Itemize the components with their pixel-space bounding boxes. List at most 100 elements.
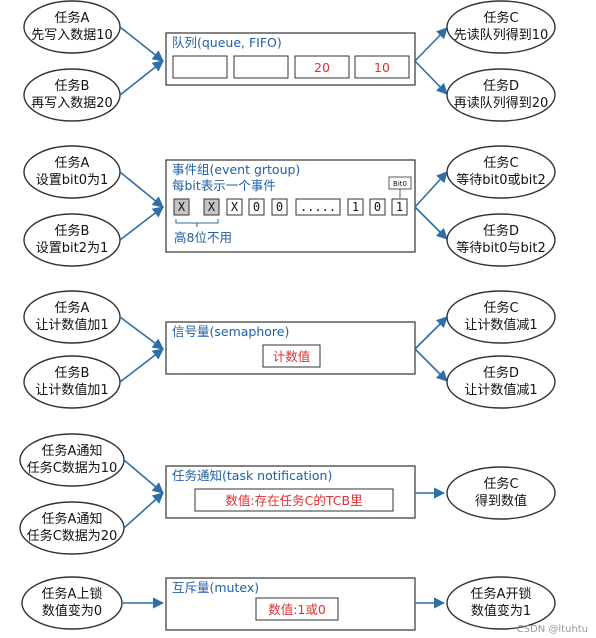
queue-task-d-node	[446, 68, 556, 122]
queue-cell-4-value: 10	[374, 60, 390, 75]
high-bits-brace	[175, 219, 219, 227]
event-task-b-node	[23, 213, 121, 267]
sem-task-c-node	[446, 290, 556, 344]
event-arrow-b	[119, 206, 164, 241]
event-task-d-line2: 等待bit0与bit2	[456, 240, 545, 256]
sem-arrow-d	[414, 348, 448, 382]
mutex-task-a-line2: 数值变为0	[42, 603, 102, 619]
queue-arrow-b	[119, 60, 164, 96]
queue-arrow-c	[414, 27, 448, 62]
queue-arrow-d	[414, 60, 448, 95]
notify-arrow-a	[123, 459, 164, 494]
queue-cell-3-value: 20	[314, 60, 330, 75]
sem-task-d-line1: 任务D	[483, 365, 519, 381]
sem-task-a-line2: 让计数值加1	[35, 317, 108, 333]
mutex-title: 互斥量(mutex)	[172, 580, 259, 595]
notify-task-a-line1: 任务A通知	[42, 443, 103, 459]
event-task-c-line1: 任务C	[483, 155, 518, 171]
event-task-d-line1: 任务D	[483, 223, 519, 239]
sem-task-c-line1: 任务C	[483, 300, 518, 316]
event-task-b-line2: 设置bit2为1	[36, 241, 109, 256]
queue-task-a-node	[23, 0, 121, 54]
queue-task-b-line2: 再写入数据20	[31, 96, 113, 111]
bit-cell-1-value: X	[178, 200, 186, 214]
sem-task-a-line1: 任务A	[55, 300, 90, 316]
event-task-a-line1: 任务A	[55, 155, 90, 171]
sem-task-d-line2: 让计数值减1	[464, 382, 537, 398]
bit0-tag-label: Bit0	[393, 180, 407, 188]
bit-cell-3-value: X	[231, 200, 239, 214]
event-arrow-c	[414, 171, 448, 208]
notify-task-b-line1: 任务A通知	[42, 511, 103, 527]
bit-cell-2-value: X	[208, 200, 216, 214]
bit-cell-2	[203, 198, 220, 216]
sem-task-b-line1: 任务B	[55, 365, 90, 381]
mutex-task-c-line2: 数值变为1	[471, 603, 531, 619]
bit-cell-5-value: 0	[276, 200, 283, 214]
bit-cell-8	[369, 198, 386, 216]
semaphore-value-box	[262, 344, 321, 368]
event-task-a-line2: 设置bit0为1	[36, 173, 109, 188]
queue-task-b-line1: 任务B	[55, 78, 90, 94]
sem-arrow-a	[119, 316, 164, 350]
bit-cell-9	[391, 198, 408, 216]
sem-task-d-node	[446, 355, 556, 409]
bit-cell-3	[226, 198, 243, 216]
bit-cell-4-value: 0	[253, 200, 260, 214]
bit-cell-7-value: 1	[352, 200, 359, 214]
queue-task-b-node	[23, 68, 121, 122]
queue-cell-1	[172, 55, 228, 79]
notify-task-c-line1: 任务C	[483, 476, 518, 492]
sem-arrow-c	[414, 316, 448, 350]
event-task-d-node	[446, 213, 556, 267]
mutex-task-c-line1: 任务A开锁	[471, 586, 532, 602]
semaphore-value: 计数值	[273, 349, 311, 364]
bit-cell-7	[347, 198, 364, 216]
mutex-task-a-line1: 任务A上锁	[42, 586, 103, 602]
watermark: CSDN @ltuhtu	[517, 624, 588, 635]
queue-task-a-line2: 先写入数据10	[31, 28, 113, 43]
notify-task-c-node	[446, 466, 556, 520]
mutex-value: 数值:1或0	[268, 602, 326, 617]
bit-cell-8-value: 0	[374, 200, 381, 214]
queue-task-a-line1: 任务A	[55, 10, 90, 26]
notify-arrow-b	[123, 492, 164, 529]
queue-cell-4	[354, 55, 410, 79]
notify-task-a-node	[19, 433, 125, 487]
event-group-section: 任务A 设置bit0为1 任务B 设置bit2为1 事件组(event grto…	[23, 145, 556, 267]
queue-cell-2	[233, 55, 289, 79]
bit-cell-1	[173, 198, 190, 216]
mutex-task-a-node	[21, 576, 123, 630]
event-group-title: 事件组(event grtoup)	[172, 162, 300, 177]
bit-cell-4	[248, 198, 265, 216]
event-task-b-line1: 任务B	[55, 223, 90, 239]
task-notification-title: 任务通知(task notification)	[172, 468, 332, 483]
notify-task-b-node	[19, 501, 125, 555]
bit-cell-9-value: 1	[396, 200, 403, 214]
semaphore-section: 任务A 让计数值加1 任务B 让计数值加1 信号量(semaphore) 计数值…	[23, 290, 556, 409]
bit-cell-6	[295, 198, 341, 216]
queue-task-d-line1: 任务D	[483, 78, 519, 94]
task-notification-section: 任务A通知 任务C数据为10 任务A通知 任务C数据为20 任务通知(task …	[19, 433, 556, 555]
sem-task-b-node	[23, 355, 121, 409]
notify-task-c-line2: 得到数值	[475, 493, 527, 509]
sem-task-b-line2: 让计数值加1	[35, 382, 108, 398]
queue-task-c-line2: 先读队列得到10	[454, 27, 549, 43]
sem-task-c-line2: 让计数值减1	[464, 317, 537, 333]
queue-arrow-a	[119, 26, 164, 62]
mutex-box	[165, 577, 416, 631]
event-task-c-line2: 等待bit0或bit2	[456, 172, 545, 188]
bit-cell-6-value: .....	[300, 200, 336, 214]
event-arrow-d	[414, 206, 448, 240]
queue-cell-3	[294, 55, 350, 79]
semaphore-title: 信号量(semaphore)	[172, 324, 289, 339]
queue-task-c-node	[446, 0, 556, 54]
event-task-c-node	[446, 145, 556, 199]
event-arrow-a	[119, 171, 164, 208]
high-bits-note: 高8位不用	[174, 230, 232, 245]
queue-title: 队列(queue, FIFO)	[172, 35, 282, 50]
mutex-value-box	[255, 597, 339, 621]
queue-task-c-line1: 任务C	[483, 10, 518, 26]
mutex-task-c-node	[446, 576, 556, 630]
